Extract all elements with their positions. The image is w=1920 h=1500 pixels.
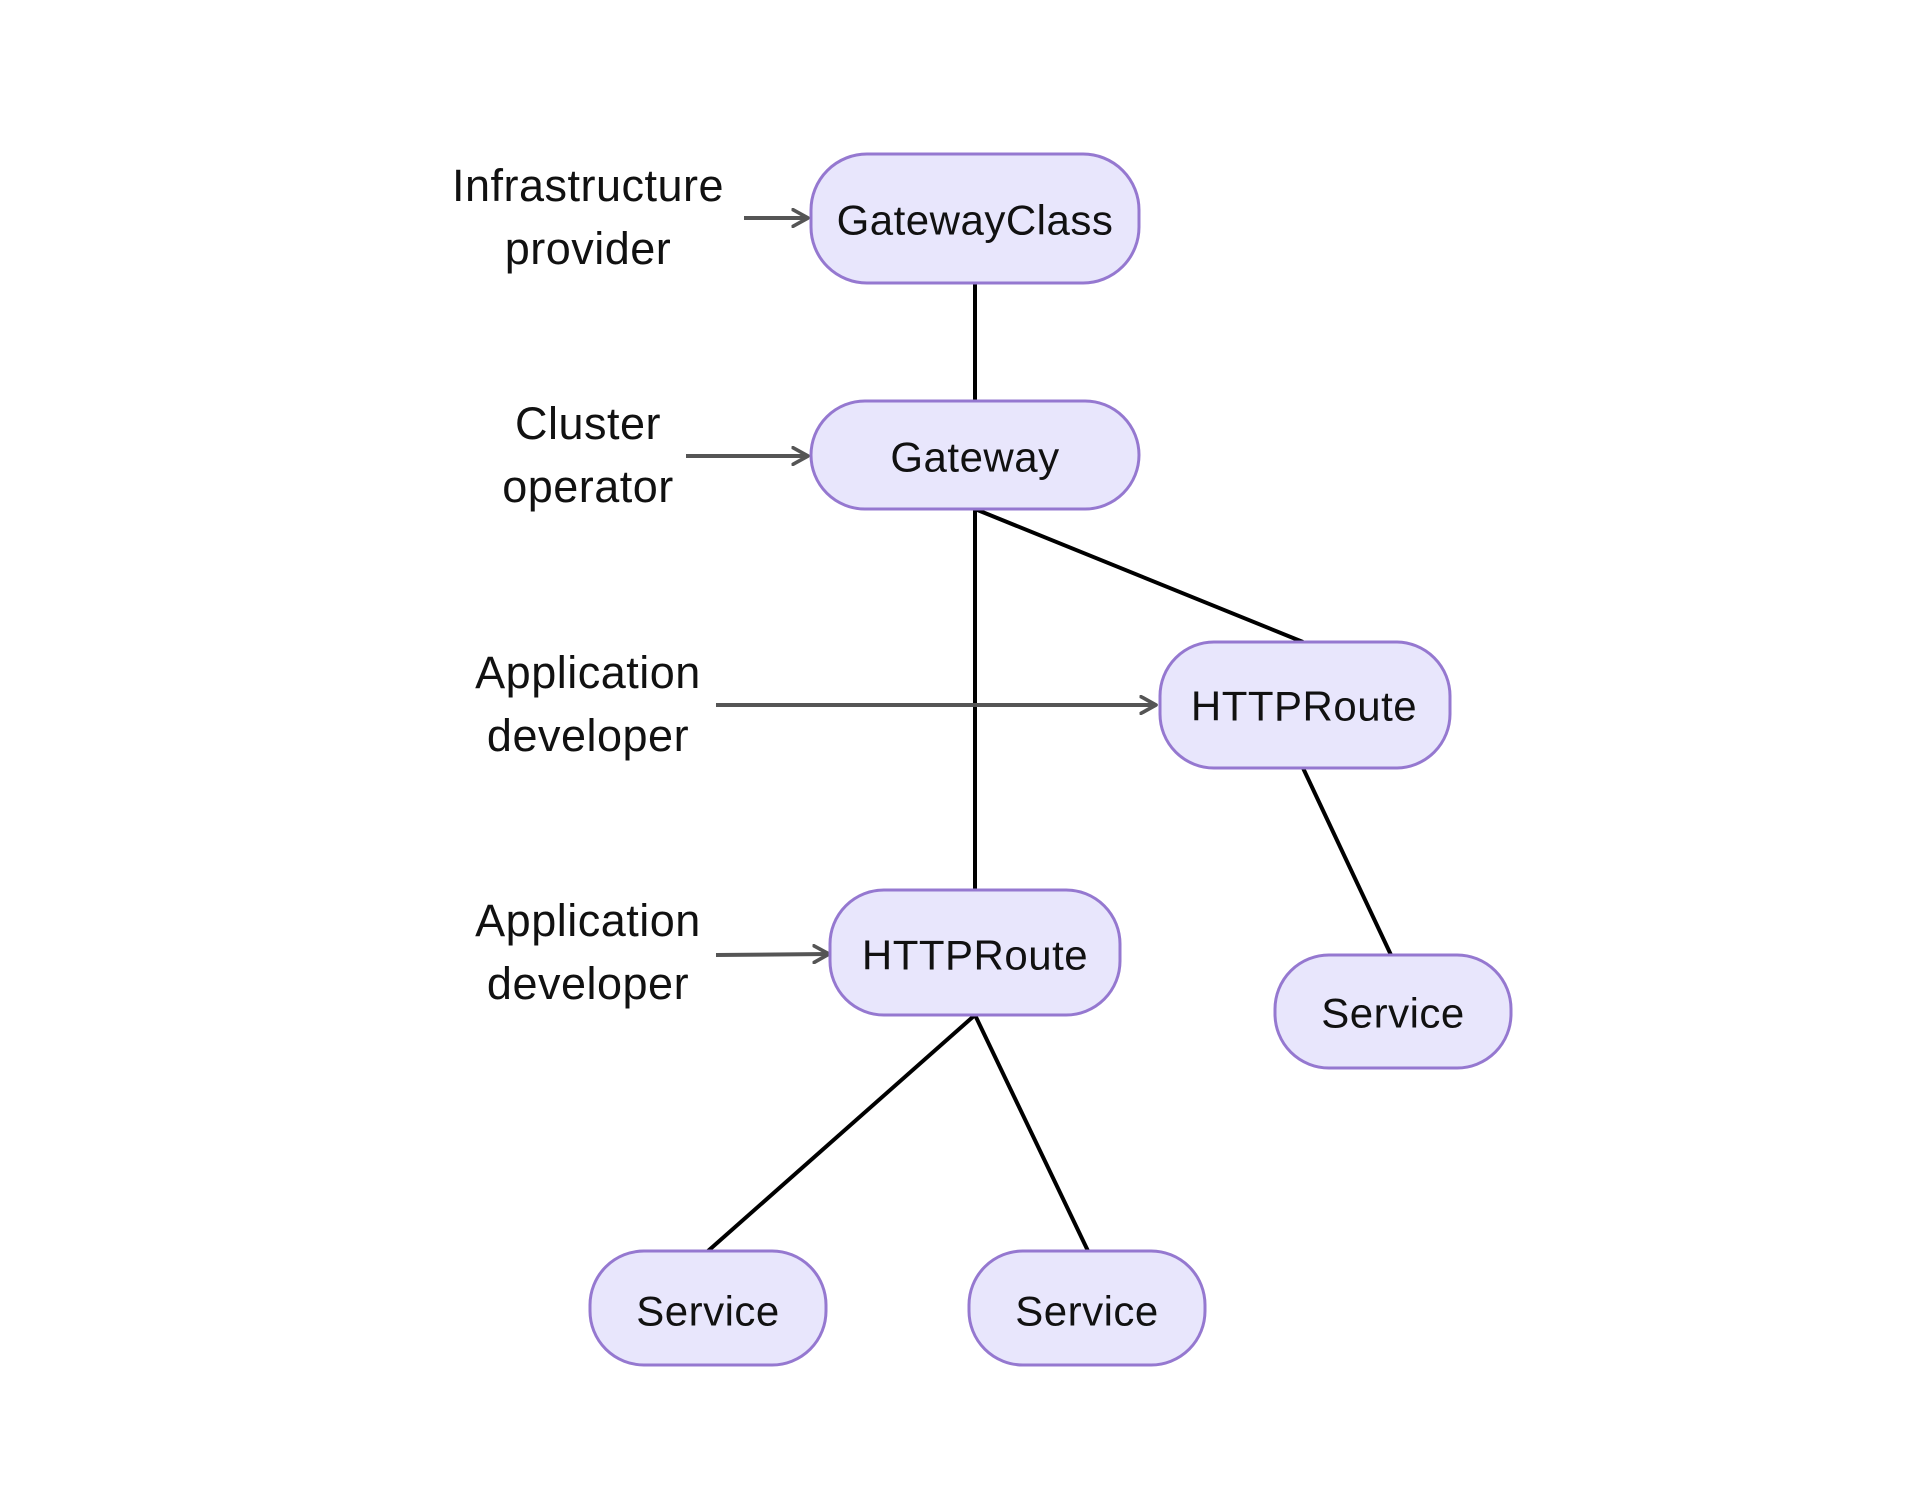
node-service-bottom-left[interactable]: Service — [588, 1249, 828, 1367]
node-service-right[interactable]: Service — [1273, 953, 1513, 1070]
role-application-developer-2: Application developer — [475, 895, 701, 1009]
role-cluster-operator-line1: Cluster — [515, 398, 661, 449]
node-gateway-label: Gateway — [890, 434, 1059, 481]
role-cluster-operator-line2: operator — [502, 461, 674, 512]
arrow-application-developer-2 — [715, 954, 829, 955]
role-arrows — [686, 218, 1156, 955]
role-application-developer-2-line2: developer — [487, 958, 689, 1009]
node-httproute-right[interactable]: HTTPRoute — [1158, 640, 1452, 770]
node-httproute-left[interactable]: HTTPRoute — [828, 888, 1122, 1017]
role-application-developer-1: Application developer — [475, 647, 701, 761]
node-service-bottom-left-label: Service — [636, 1288, 780, 1335]
role-application-developer-2-line1: Application — [475, 895, 701, 946]
role-application-developer-1-line2: developer — [487, 710, 689, 761]
node-service-bottom-right[interactable]: Service — [967, 1249, 1207, 1367]
edge-gateway-httproute-right — [974, 507, 1304, 644]
connectors — [706, 283, 1393, 1253]
node-gatewayclass[interactable]: GatewayClass — [809, 152, 1141, 285]
node-service-right-label: Service — [1321, 990, 1465, 1037]
role-infrastructure-provider-line2: provider — [505, 223, 672, 274]
edge-httproute-left-service-right — [973, 1014, 1090, 1252]
edge-httproute-right-service — [1301, 767, 1393, 956]
edge-httproute-left-service-left — [706, 1013, 977, 1253]
node-gatewayclass-label: GatewayClass — [837, 197, 1114, 244]
node-service-bottom-right-label: Service — [1015, 1288, 1159, 1335]
node-gateway[interactable]: Gateway — [809, 399, 1141, 511]
role-infrastructure-provider-line1: Infrastructure — [452, 160, 724, 211]
role-cluster-operator: Cluster operator — [502, 398, 674, 512]
node-httproute-left-label: HTTPRoute — [862, 932, 1088, 979]
role-infrastructure-provider: Infrastructure provider — [452, 160, 724, 274]
node-httproute-right-label: HTTPRoute — [1191, 683, 1417, 730]
role-application-developer-1-line1: Application — [475, 647, 701, 698]
